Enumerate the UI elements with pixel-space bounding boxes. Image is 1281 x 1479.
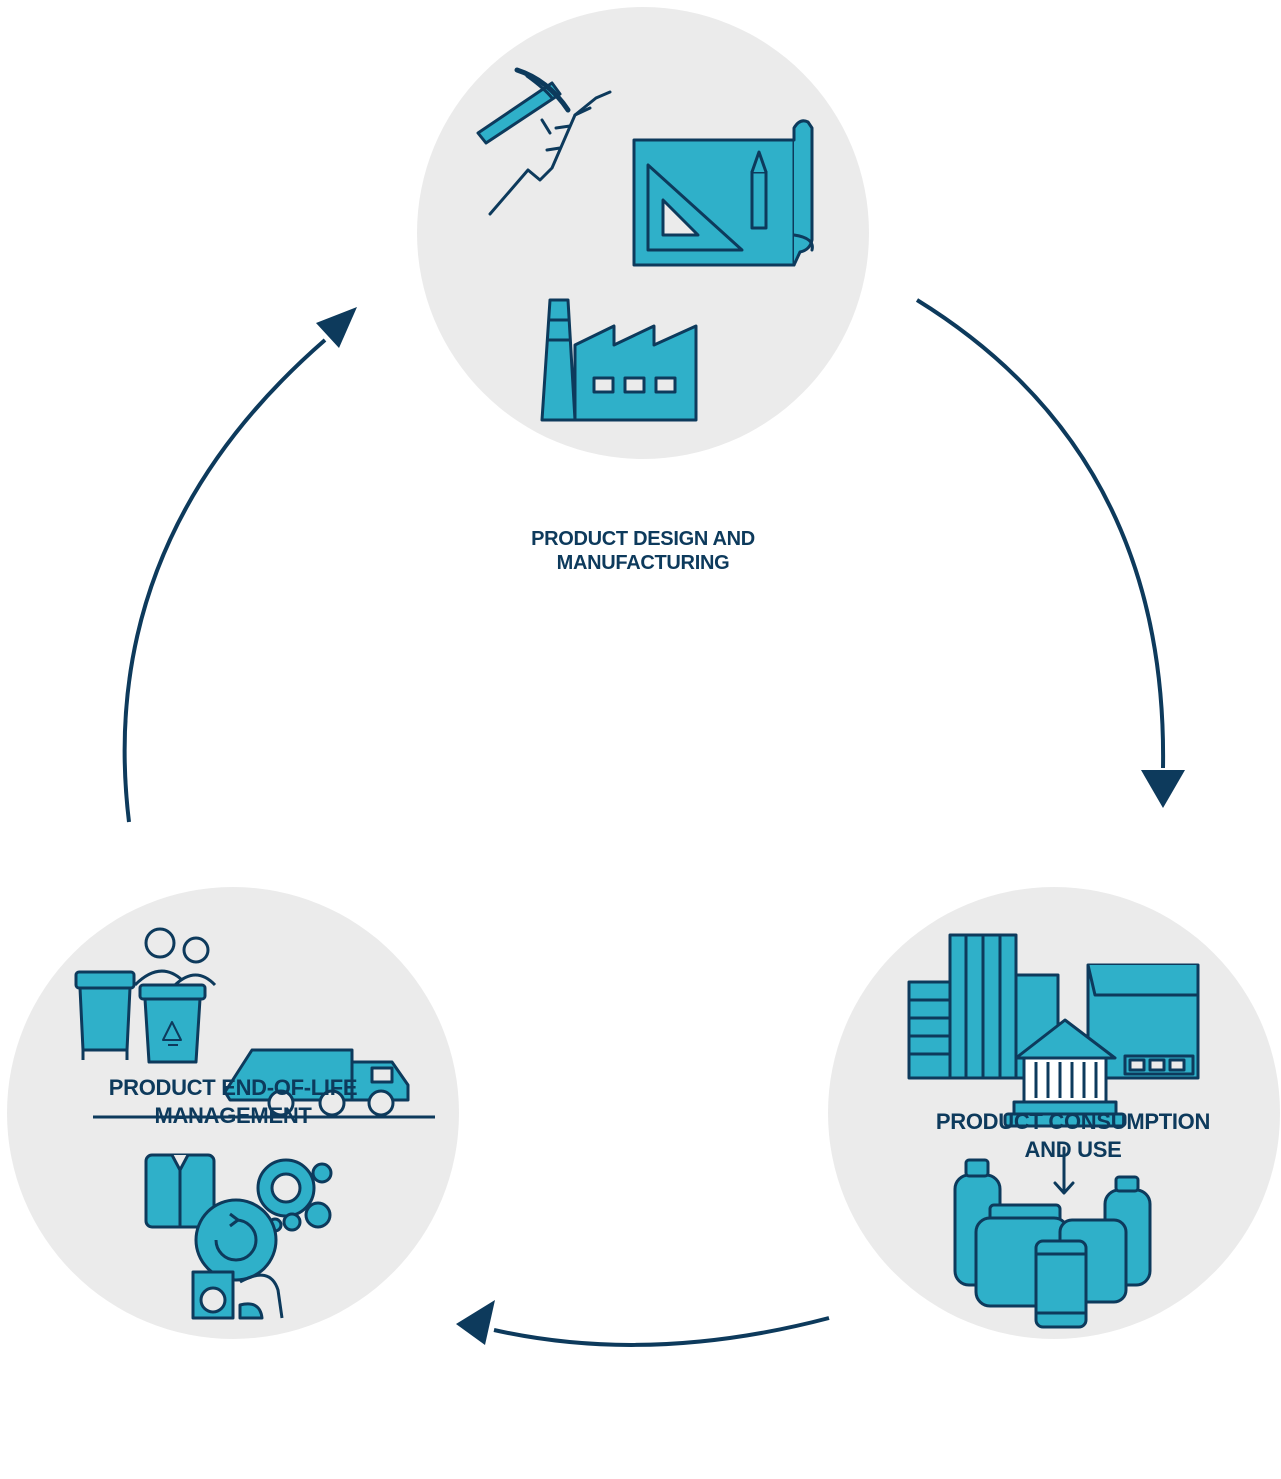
stage-label-line1: PRODUCT END-OF-LIFE [108, 1075, 358, 1100]
stage-label-line2: MANAGEMENT [154, 1103, 312, 1128]
stage-label-consumption-use: PRODUCT CONSUMPTION AND USE [873, 1108, 1273, 1164]
recycling-wheel-icon [194, 1198, 278, 1282]
stage-label-line1: PRODUCT DESIGN AND [531, 528, 755, 550]
consumer-products-icon [953, 1158, 1152, 1329]
flow-arrow-to-end-of-life [456, 1300, 830, 1347]
bank-icon [1003, 1018, 1127, 1128]
stage-label-end-of-life: PRODUCT END-OF-LIFE MANAGEMENT [33, 1074, 433, 1130]
pickaxe-icon [476, 67, 612, 216]
stage-label-line2: AND USE [1024, 1137, 1122, 1162]
stage-label-line2: MANUFACTURING [556, 552, 730, 574]
stage-label-line1: PRODUCT CONSUMPTION [935, 1109, 1211, 1134]
consumption-use-icon [907, 933, 1200, 1329]
blueprint-icon [632, 119, 814, 267]
gears-icon [256, 1158, 333, 1233]
trash-bin-icon [74, 970, 136, 1060]
stage-label-design-manufacturing: PRODUCT DESIGN AND MANUFACTURING [443, 527, 843, 575]
city-buildings-icon [907, 933, 1200, 1080]
vacuum-icon [238, 1273, 284, 1320]
flow-arrow-to-design [122, 307, 357, 823]
shirt-icon [144, 1153, 216, 1229]
garbage-truck-icon [223, 1048, 410, 1117]
design-manufacturing-icon [476, 67, 814, 422]
end-of-life-icon [74, 927, 435, 1320]
flow-arrow-to-consumption [915, 298, 1185, 808]
people-icon [133, 927, 217, 987]
factory-icon [540, 298, 698, 422]
washing-machine-icon [191, 1270, 235, 1320]
recycle-bin-icon [138, 983, 207, 1064]
